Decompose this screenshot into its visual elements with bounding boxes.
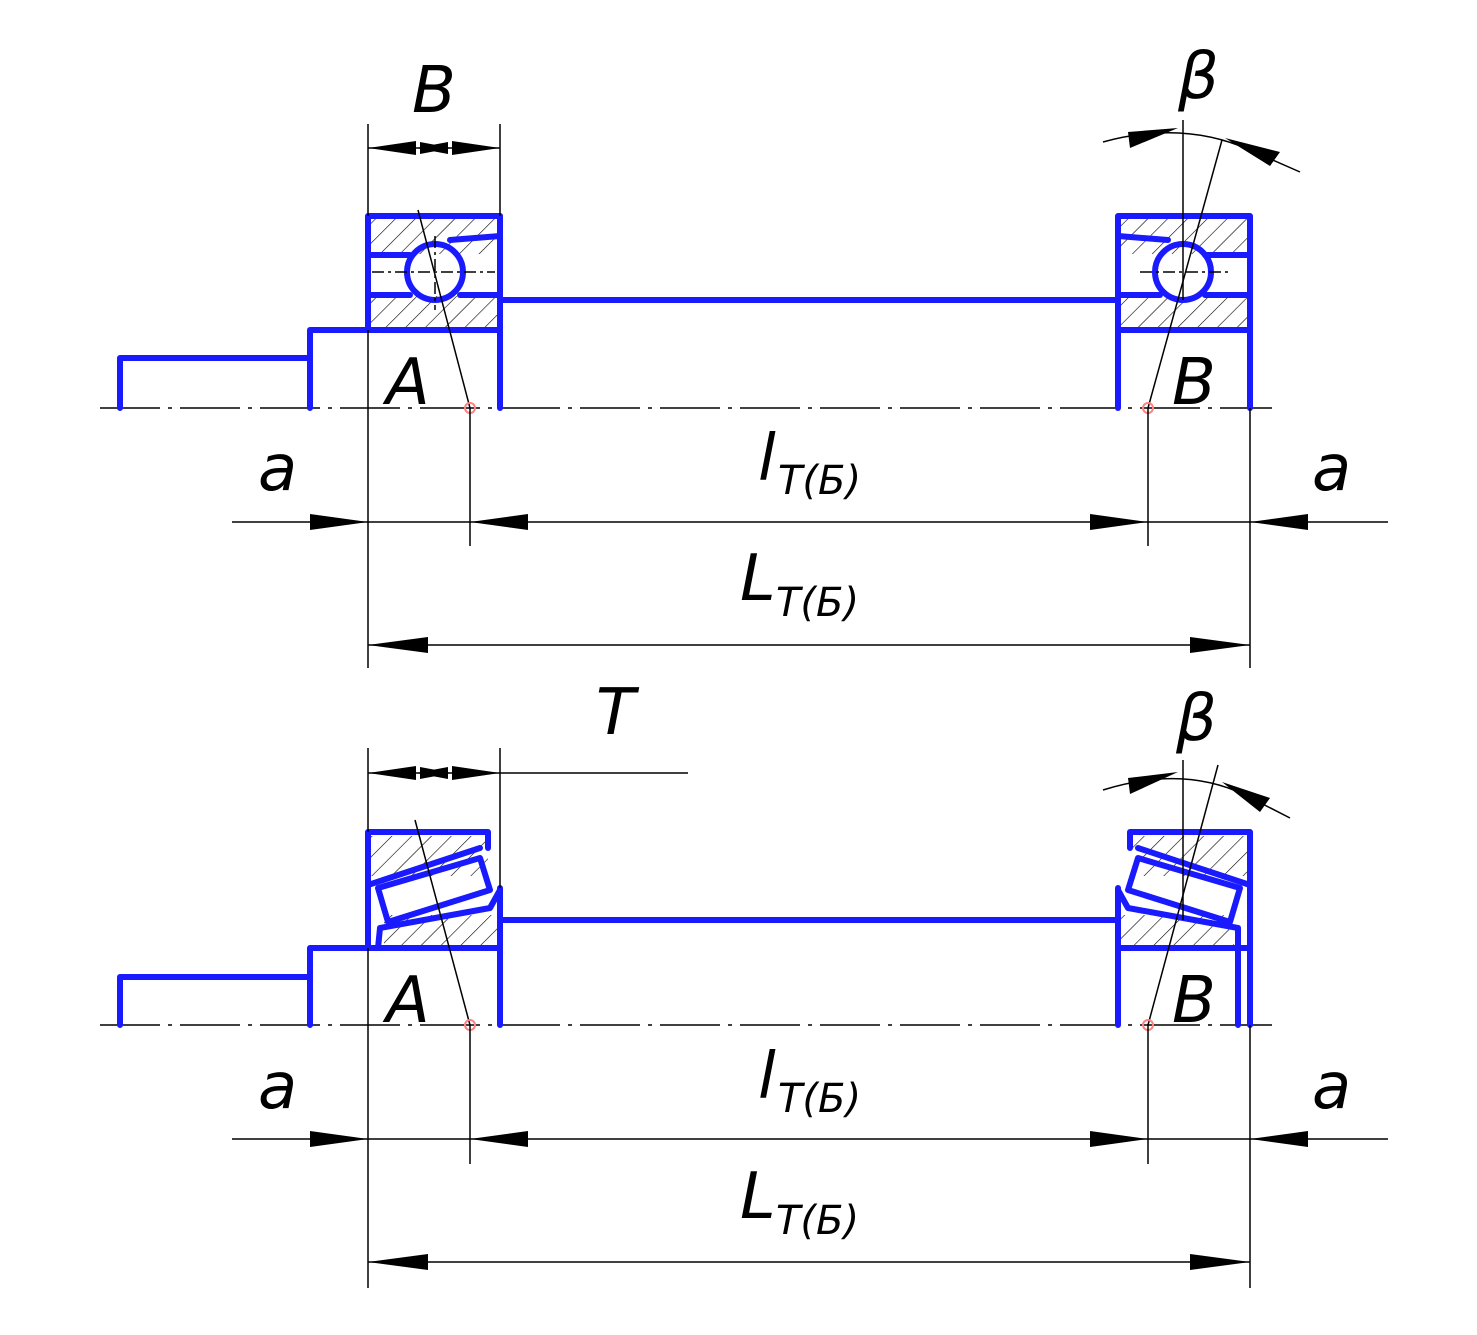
top-shaft-step <box>307 327 371 361</box>
bottom-support-a-label: A <box>382 964 430 1038</box>
top-shaft-end <box>117 355 313 411</box>
top-span-L-subscript: T(Б) <box>776 580 859 626</box>
top-span-l-subscript: T(Б) <box>778 458 861 504</box>
top-span-L-label: L <box>740 542 776 616</box>
top-angle-label: β <box>1177 40 1219 114</box>
bottom-span-l-subscript: T(Б) <box>778 1076 861 1122</box>
top-span-l-label: l <box>758 422 776 496</box>
top-right-bearing <box>1115 213 1253 411</box>
bottom-diagram: T β A B a a l T(Б) L T(Б) <box>100 676 1388 1288</box>
bottom-shaft-end <box>117 974 313 1028</box>
top-width-label: B <box>412 54 456 128</box>
top-diagram: B β A B a a l T(Б) L T(Б) <box>100 40 1388 668</box>
bottom-span-L-label: L <box>740 1160 776 1234</box>
top-left-bearing <box>365 213 503 411</box>
bottom-offset-left-label: a <box>258 1050 297 1124</box>
bottom-left-contact-line <box>414 819 471 1026</box>
top-support-a-label: A <box>382 346 430 420</box>
bottom-span-l-label: l <box>758 1040 776 1114</box>
bottom-width-label: T <box>596 676 640 750</box>
bottom-support-b-label: B <box>1172 964 1216 1038</box>
bottom-span-L-subscript: T(Б) <box>776 1198 859 1244</box>
bottom-angle-label: β <box>1175 682 1217 756</box>
bottom-shaft-step <box>307 945 371 980</box>
top-left-contact-line <box>417 209 471 409</box>
top-right-contact-line <box>1147 139 1223 409</box>
top-offset-left-label: a <box>258 432 297 506</box>
top-support-b-label: B <box>1172 346 1216 420</box>
top-offset-right-label: a <box>1312 432 1351 506</box>
bottom-left-bearing <box>365 829 503 1028</box>
bottom-offset-right-label: a <box>1312 1050 1351 1124</box>
